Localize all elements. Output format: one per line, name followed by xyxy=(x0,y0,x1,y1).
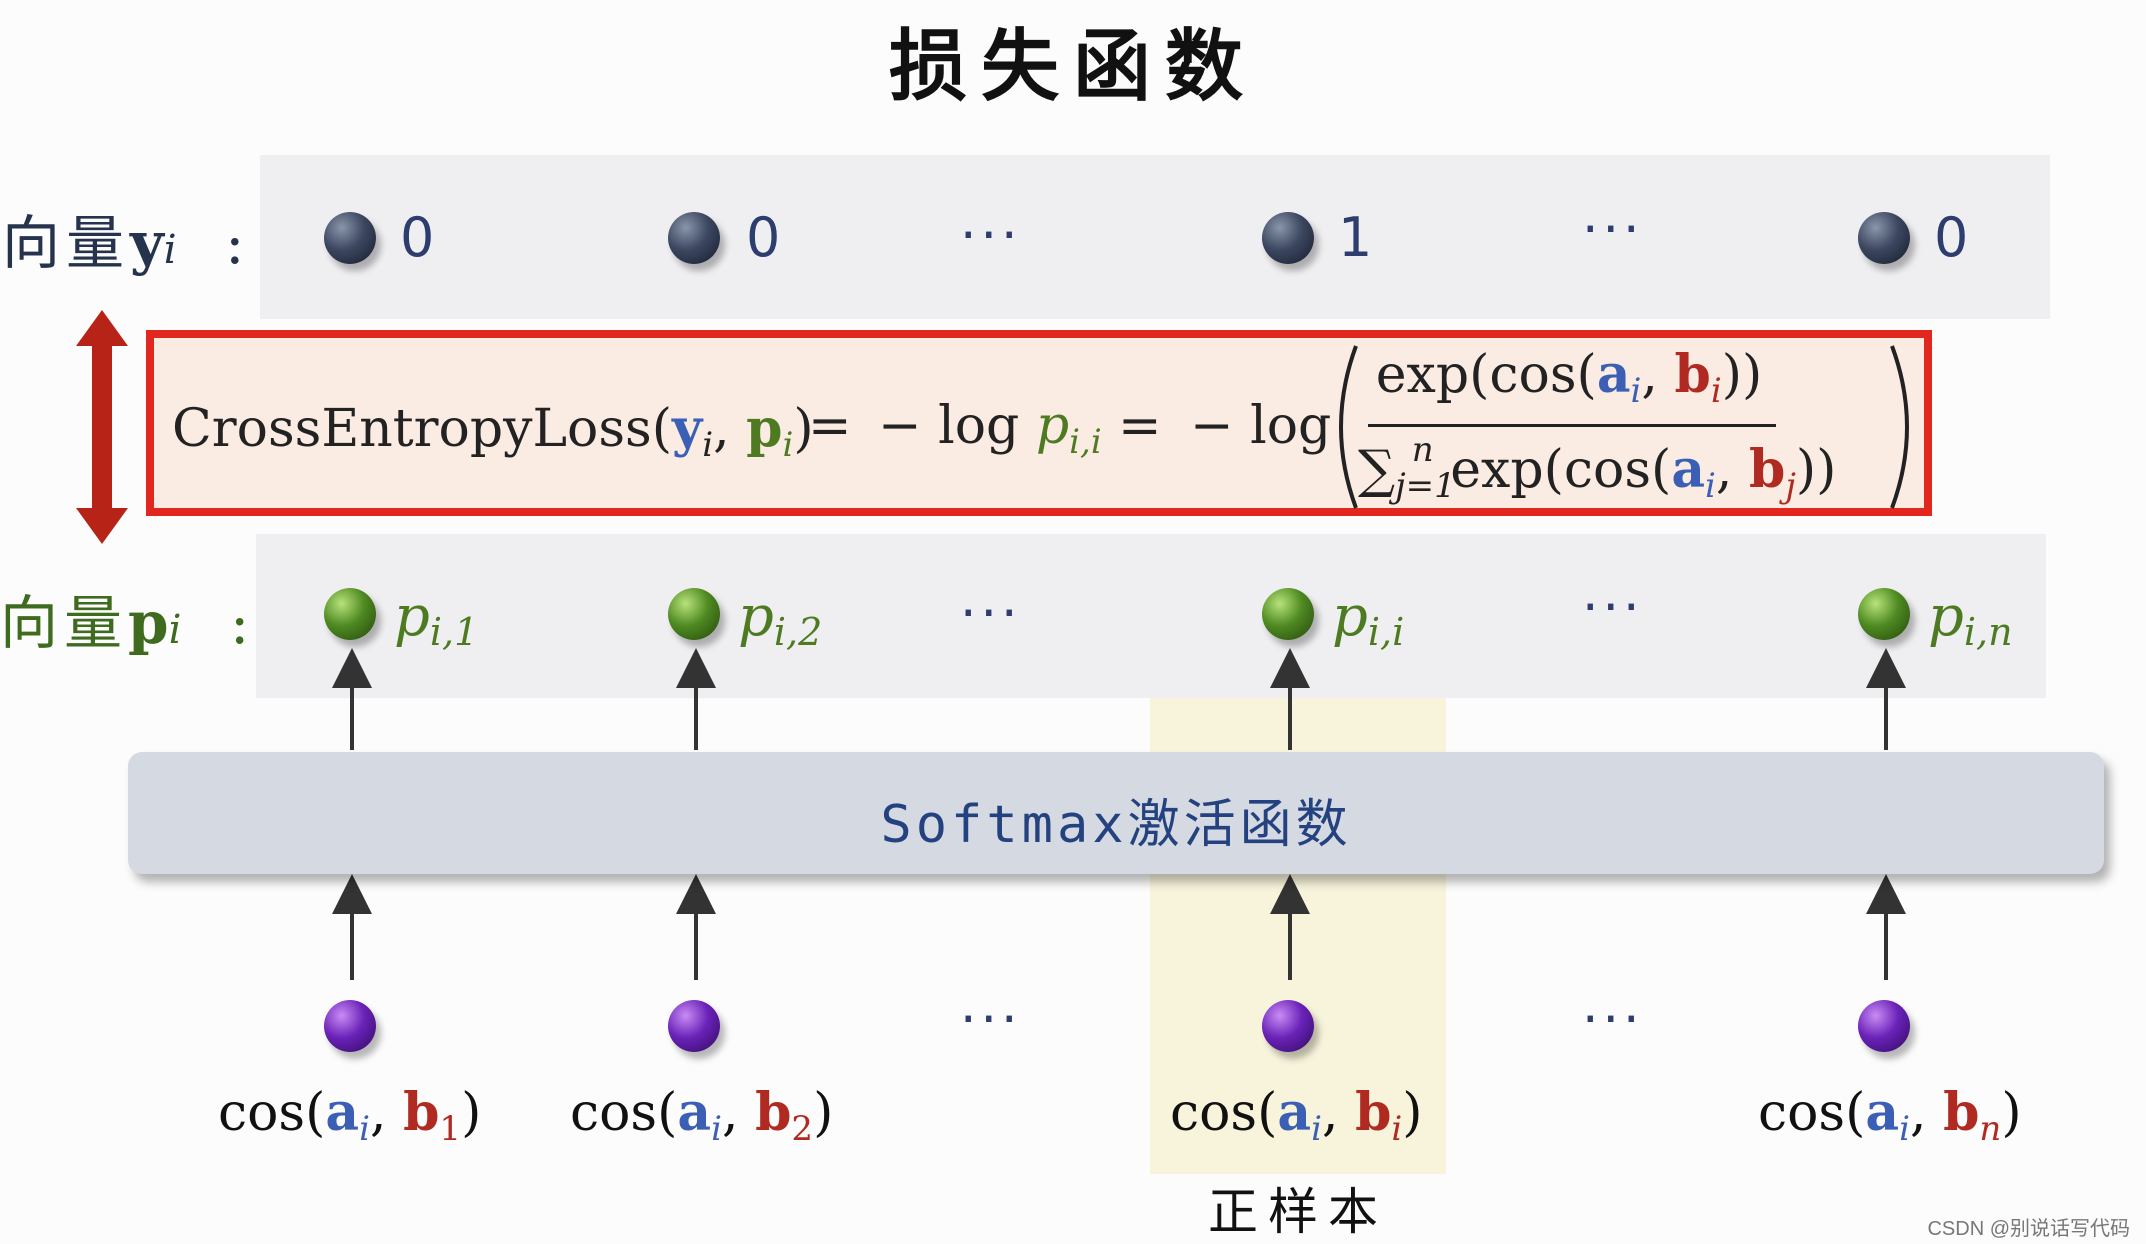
vector-p-band xyxy=(256,534,2046,698)
formula-p: p xyxy=(1035,396,1070,456)
vector-p-label: 向量pi : xyxy=(0,576,255,660)
y-node-3 xyxy=(1262,212,1314,264)
formula-p-index: i,i xyxy=(1069,422,1102,462)
softmax-label-suffix: 激活函数 xyxy=(1127,795,1352,855)
vector-y-index: i xyxy=(163,227,177,273)
y-ellipsis-2: ··· xyxy=(1582,200,1644,260)
vector-p-symbol: p xyxy=(128,589,169,657)
diagram-title: 损失函数 xyxy=(888,21,1257,112)
p-value-3: pi,i xyxy=(1332,584,1405,654)
y-value-4: 0 xyxy=(1934,206,1969,269)
formula-arg-p-index: i xyxy=(782,425,794,465)
softmax-layer xyxy=(128,752,2104,874)
y-value-1: 0 xyxy=(400,206,435,269)
vector-y-symbol: y xyxy=(130,209,164,277)
p-value-2: pi,2 xyxy=(738,584,823,654)
cos-ellipsis-2: ··· xyxy=(1582,990,1644,1050)
cos-node-4 xyxy=(1858,1000,1910,1052)
y-value-2: 0 xyxy=(746,206,781,269)
right-paren-icon xyxy=(1890,345,1909,509)
formula-function-name: CrossEntropyLoss xyxy=(172,399,652,459)
p-node-1 xyxy=(324,588,376,640)
formula-equals-2: = xyxy=(1118,396,1162,456)
formula-neglog-1: − log xyxy=(878,396,1020,456)
double-arrow-icon xyxy=(76,310,128,544)
vector-p-index: i xyxy=(168,607,182,653)
softmax-label-prefix: Softmax xyxy=(880,795,1128,855)
y-value-3: 1 xyxy=(1338,206,1373,269)
formula-lhs: CrossEntropyLoss(yi, pi) xyxy=(172,398,814,465)
formula-arg-y-index: i xyxy=(702,425,714,465)
watermark: CSDN @别说话写代码 xyxy=(1927,1218,2130,1240)
p-ellipsis-2: ··· xyxy=(1582,578,1644,638)
cos-label-3: cos(ai, bi) xyxy=(1170,1082,1423,1149)
positive-sample-label: 正样本 xyxy=(1208,1183,1388,1241)
formula-neglog-term: − log pi,i xyxy=(878,396,1102,462)
formula-arg-y: y xyxy=(672,398,703,459)
vector-p-colon: : xyxy=(229,589,256,657)
formula-equals-1: = xyxy=(808,396,852,456)
formula-neglog-2: − log xyxy=(1190,396,1332,456)
vector-y-colon: : xyxy=(224,209,251,277)
cos-label-2: cos(ai, b2) xyxy=(570,1082,834,1149)
p-node-4 xyxy=(1858,588,1910,640)
p-ellipsis-1: ··· xyxy=(960,584,1022,644)
p-value-1: pi,1 xyxy=(394,584,479,654)
y-node-4 xyxy=(1858,212,1910,264)
y-ellipsis-1: ··· xyxy=(960,206,1022,266)
formula-arg-p: p xyxy=(746,398,783,459)
cos-label-4: cos(ai, bn) xyxy=(1758,1082,2022,1149)
vector-y-label-text: 向量 xyxy=(2,209,131,277)
p-node-3 xyxy=(1262,588,1314,640)
cos-node-3 xyxy=(1262,1000,1314,1052)
cos-node-1 xyxy=(324,1000,376,1052)
vector-y-label: 向量yi : xyxy=(2,196,251,280)
cos-node-2 xyxy=(668,1000,720,1052)
formula-denominator: ∑j=1n exp(cos(ai, bj)) xyxy=(1358,430,1837,506)
y-node-1 xyxy=(324,212,376,264)
vector-p-label-text: 向量 xyxy=(0,589,129,657)
vector-y-band xyxy=(260,155,2050,319)
loss-formula: CrossEntropyLoss(yi, pi) = − log pi,i = … xyxy=(172,342,1922,512)
cos-ellipsis-1: ··· xyxy=(960,990,1022,1050)
fraction-bar xyxy=(1368,424,1776,427)
p-value-4: pi,n xyxy=(1928,584,2013,654)
y-node-2 xyxy=(668,212,720,264)
cos-label-1: cos(ai, b1) xyxy=(218,1082,482,1149)
p-node-2 xyxy=(668,588,720,640)
left-paren-icon xyxy=(1339,345,1358,509)
formula-numerator: exp(cos(ai, bi)) xyxy=(1375,344,1763,411)
softmax-label: Softmax激活函数 xyxy=(128,782,2104,857)
loss-formula-box xyxy=(146,330,1932,516)
